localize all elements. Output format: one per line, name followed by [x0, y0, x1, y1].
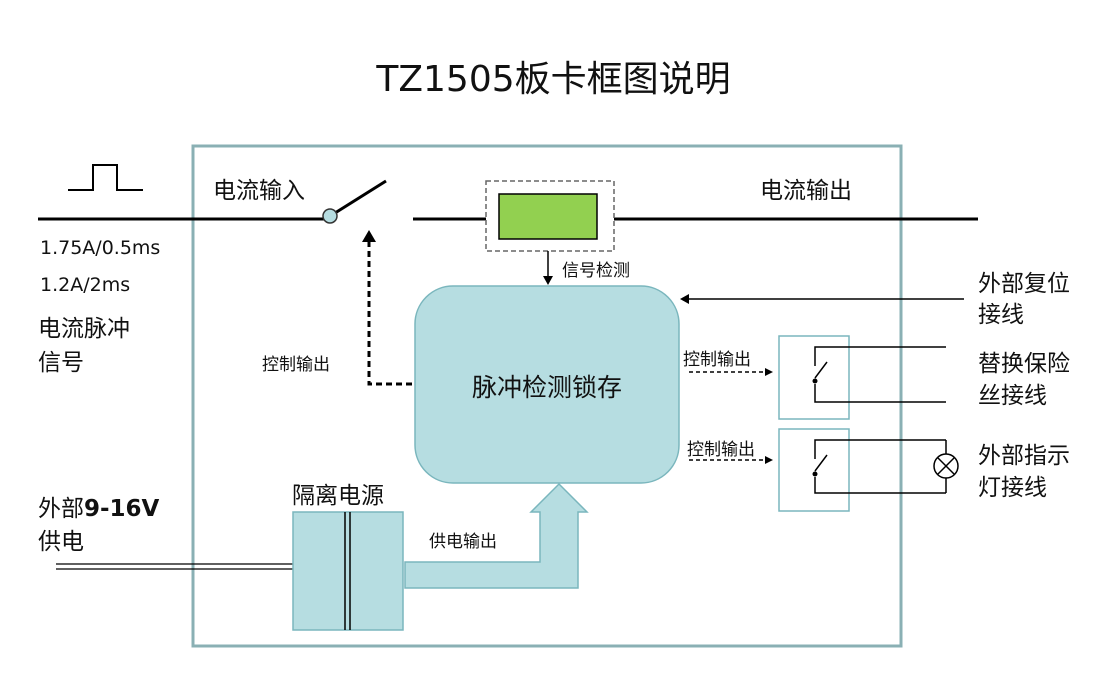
control-output-label-left: 控制输出	[262, 355, 330, 375]
power-output-arrow	[404, 482, 589, 589]
isolated-power-label: 隔离电源	[292, 483, 384, 509]
external-reset-label-1: 外部复位	[978, 271, 1070, 297]
pulse-spec-1: 1.75A/0.5ms	[40, 237, 161, 259]
current-input-label: 电流输入	[213, 178, 305, 204]
signal-detect-arrow	[543, 276, 553, 285]
pulse-signal-label-1: 电流脉冲	[38, 316, 130, 342]
switch-contact	[322, 208, 338, 224]
current-output-label: 电流输出	[760, 178, 852, 204]
control-output-label-relay2: 控制输出	[687, 440, 755, 460]
indicator-lamp-icon	[933, 453, 959, 479]
external-power-label-1: 外部9-16V	[38, 496, 160, 522]
relay2-box	[778, 428, 850, 512]
signal-detect-label: 信号检测	[562, 261, 630, 281]
pulse-latch-block	[414, 285, 680, 484]
external-reset-arrow	[680, 294, 689, 304]
indicator-label-1: 外部指示	[978, 443, 1070, 469]
control-output-arrow-left	[362, 230, 376, 242]
board-outline	[191, 144, 903, 648]
pulse-signal-label-2: 信号	[38, 350, 84, 376]
control-arrow-relay2	[765, 456, 773, 464]
indicator-label-2: 灯接线	[978, 475, 1047, 501]
fuse-label-1: 替换保险	[978, 351, 1070, 377]
pulse-latch-label: 脉冲检测锁存	[471, 373, 622, 402]
switch-blade	[334, 179, 387, 215]
fuse-label-2: 丝接线	[978, 383, 1047, 409]
diagram-title: TZ1505板卡框图说明	[376, 59, 731, 100]
external-reset-label-2: 接线	[978, 302, 1024, 328]
relay1-box	[778, 335, 850, 420]
control-output-label-relay1: 控制输出	[683, 350, 751, 370]
external-power-label-2: 供电	[38, 529, 84, 555]
control-output-line-left	[367, 239, 412, 386]
power-output-label: 供电输出	[429, 532, 497, 552]
pulse-waveform-icon	[68, 164, 143, 191]
sensor-block	[498, 193, 598, 240]
control-arrow-relay1	[765, 368, 773, 376]
isolated-power-block	[292, 511, 404, 631]
pulse-spec-2: 1.2A/2ms	[40, 274, 131, 296]
